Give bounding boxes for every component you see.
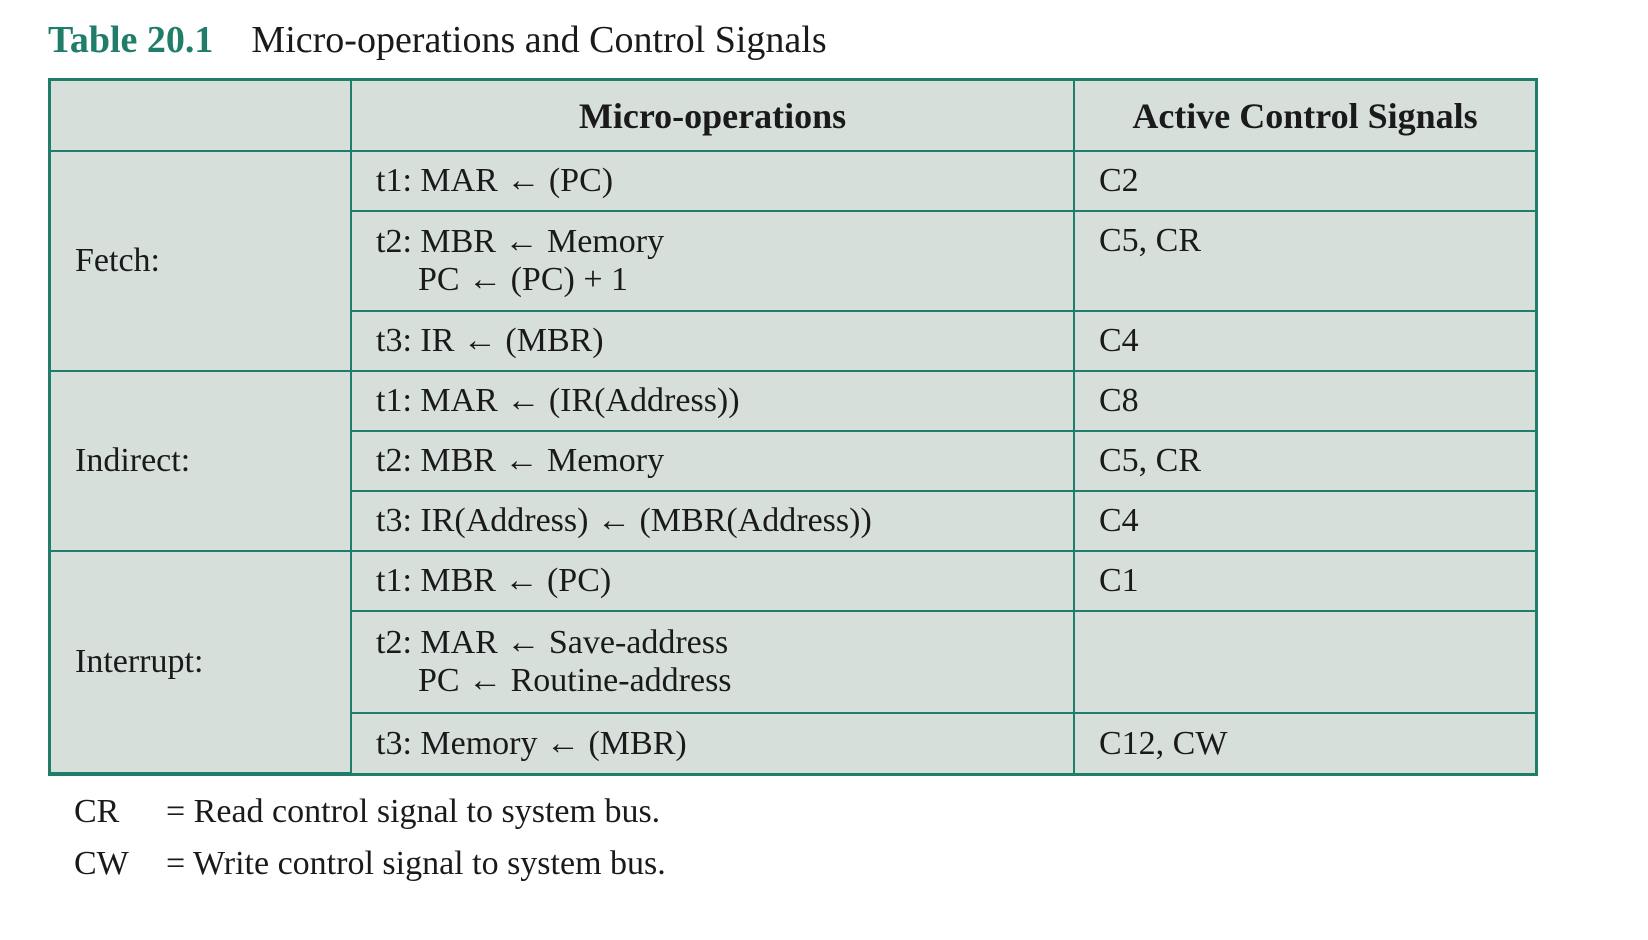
phase-cell-interrupt: Interrupt:	[51, 550, 352, 774]
micro-operation-cell: t3: IR ← (MBR)	[351, 310, 1075, 372]
footnote-text: = Read control signal to system bus.	[166, 793, 661, 830]
footnote-text: = Write control signal to system bus.	[166, 845, 666, 882]
footnote-write-signal: CW = Write control signal to system bus.	[74, 838, 666, 890]
control-signal-cell: C12, CW	[1073, 712, 1535, 773]
phase-cell-fetch: Fetch:	[51, 150, 352, 372]
table-row: Indirect: t1: MAR ← (IR(Address)) C8	[51, 370, 1535, 552]
control-signal-cell: C4	[1073, 490, 1535, 552]
table-row: t3: IR ← (MBR) C4	[51, 310, 1535, 372]
table-row: Fetch: t1: MAR ← (PC) C2	[51, 150, 1535, 372]
micro-operation-line: t3: IR(Address) ← (MBR(Address))	[376, 502, 872, 539]
control-signal-cell: C1	[1073, 550, 1535, 612]
micro-operation-cell: t1: MAR ← (IR(Address))	[350, 370, 1075, 432]
micro-operation-line: t1: MAR ← (PC)	[376, 162, 614, 199]
micro-operation-line-2: PC ← (PC) + 1	[418, 261, 628, 298]
micro-operation-line: t2: MAR ← Save-address	[376, 624, 729, 661]
table-footnotes: CR = Read control signal to system bus. C…	[74, 786, 666, 890]
table-number: Table 20.1	[48, 19, 214, 61]
phase-cell-indirect: Indirect:	[51, 370, 352, 552]
table-row: t3: Memory ← (MBR) C12, CW	[51, 712, 1535, 773]
micro-operation-line-2: PC ← Routine-address	[418, 662, 732, 699]
micro-operation-line: t3: IR ← (MBR)	[376, 322, 604, 359]
header-micro-operations: Micro-operations	[350, 81, 1075, 152]
table-row: Interrupt: t1: MBR ← (PC) C1	[51, 550, 1535, 774]
micro-operation-cell: t3: Memory ← (MBR)	[351, 712, 1075, 773]
micro-operation-cell: t2: MBR ← Memory	[351, 430, 1075, 492]
micro-operation-line: t1: MBR ← (PC)	[376, 562, 612, 599]
footnote-symbol: CR	[74, 793, 120, 830]
micro-operation-line: t2: MBR ← Memory	[376, 223, 665, 260]
control-signal-cell	[1073, 610, 1535, 714]
table-title: Micro-operations and Control Signals	[251, 19, 827, 61]
table-row: t3: IR(Address) ← (MBR(Address)) C4	[51, 490, 1535, 552]
control-signal-cell: C2	[1073, 150, 1535, 212]
control-signal-cell: C5, CR	[1073, 430, 1535, 492]
table-frame: Micro-operations Active Control Signals …	[48, 78, 1538, 776]
micro-operation-cell: t1: MBR ← (PC)	[350, 550, 1075, 612]
micro-operation-line: t3: Memory ← (MBR)	[376, 724, 687, 762]
table-header-row: Micro-operations Active Control Signals	[51, 81, 1535, 152]
micro-operation-cell: t1: MAR ← (PC)	[350, 150, 1075, 212]
micro-operation-cell: t3: IR(Address) ← (MBR(Address))	[351, 490, 1075, 552]
table-caption: Table 20.1 Micro-operations and Control S…	[48, 14, 827, 66]
control-signal-cell: C5, CR	[1073, 210, 1535, 312]
footnote-symbol: CW	[74, 845, 129, 882]
header-phase	[51, 81, 352, 152]
control-signal-cell: C8	[1073, 370, 1535, 432]
micro-operation-line: t2: MBR ← Memory	[376, 442, 665, 479]
micro-operations-table: Micro-operations Active Control Signals …	[51, 81, 1535, 774]
table-row: t2: MBR ← Memory C5, CR	[51, 430, 1535, 492]
header-active-control-signals: Active Control Signals	[1073, 81, 1535, 152]
micro-operation-line: t1: MAR ← (IR(Address))	[376, 382, 740, 419]
footnote-read-signal: CR = Read control signal to system bus.	[74, 786, 666, 838]
control-signal-cell: C4	[1073, 310, 1535, 372]
